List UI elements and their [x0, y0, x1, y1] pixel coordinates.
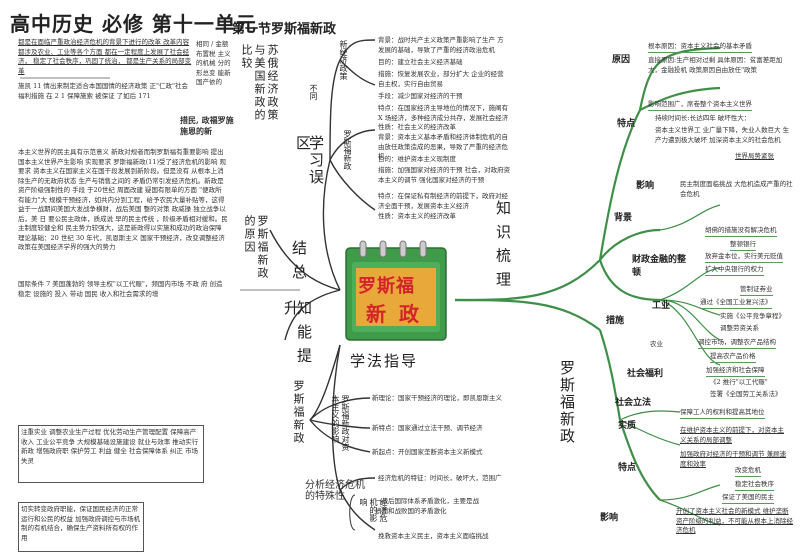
- middle-text-2: 国际条件 7 美国蓬勃的 领导主权"以工代赈"，频国内市场 不政 府 创造 稳定…: [18, 280, 223, 298]
- policy-p1: 背景：战时共产主义政策严重影响了生产 方发展的基础，导致了严重的经济政治危机: [378, 36, 504, 54]
- node-feature-2: 特点: [618, 463, 637, 473]
- topic-ability: 知 能 提 升: [282, 300, 313, 365]
- footer-text-box: 切实转变政府职能，保证国民经济的正常运行和公民的权益 加强政府调控与市场机制的有…: [18, 502, 144, 552]
- agri-1: 调控市场，调整农产品结构: [698, 338, 776, 349]
- card-line1: 罗斯福: [358, 276, 415, 297]
- node-reason: 原因: [612, 55, 631, 65]
- node-essence: 实质: [618, 421, 637, 431]
- topic-summary: 结 总: [290, 240, 308, 281]
- topic-knowledge: 知 识 梳 理: [494, 200, 512, 289]
- node-impact-2: 影响: [600, 513, 619, 523]
- node-impact: 影响: [636, 181, 655, 191]
- finance-5: 管制证券业: [740, 285, 773, 296]
- measures-label: 措民, 政福罗施 施恩的新: [180, 115, 234, 136]
- welfare-3: 签署《全国劳工关系法》: [710, 390, 782, 398]
- node-feature: 特点: [617, 119, 636, 129]
- node-background: 背景: [614, 213, 633, 223]
- page-subtitle: 第一节罗斯福新政: [232, 22, 337, 37]
- policy-p10: 性质：资本主义的经济改革: [378, 212, 456, 220]
- impact2-3: 开创了资本主义社会的新模式 维护垄断资产阶级的利益，不可能从根本上消除经济危机: [676, 507, 793, 534]
- legislation-1: 保障工人的权利和提高其地位: [680, 408, 765, 419]
- topic-deal-origin: 罗斯福新政的原因: [243, 215, 269, 280]
- topic-misconceptions: 学习误区: [294, 135, 325, 186]
- analyze-3: 挽救资本主义民主，资本主义面临挑战: [378, 532, 489, 540]
- analyze-2: 一战后国际体系矛盾激化，主要是战债国和战败国的矛盾激化: [375, 497, 479, 515]
- topic-social-impact: 罗斯福新政对资本主义的影响: [331, 395, 350, 451]
- policy-p3: 措施：恢复发展农业，部分扩大 企业的经营自主权，实行自由贸易: [378, 70, 504, 88]
- impact2-1: 稳定社会秩序: [735, 480, 774, 491]
- node-measures: 措施: [606, 316, 625, 326]
- analyze-side: 经济危机的影响: [359, 498, 388, 522]
- policy-label: 罗斯福新政: [343, 130, 352, 170]
- topic-difference: 不同: [309, 84, 318, 100]
- method-1: 新理论：国家干预经济的理论，即凯恩斯主义: [372, 394, 502, 402]
- node-finance: 财政金融的整顿: [632, 255, 687, 278]
- center-title-card: 罗斯福 新 政: [340, 238, 452, 346]
- middle-text: 本主义世界的民主具有示范意义 新政对规者而制罗斯福有重要影响 提出国本主义世界产…: [18, 148, 228, 251]
- impact-2: 民主制度面临挑战 大危机造成严重的社会危机: [680, 180, 793, 198]
- feature-2: 持续时间长:长达四年 破坏性大：: [655, 114, 751, 122]
- essence-1: 在维护资本主义的前提下，对资本主义关系的局部调整: [680, 426, 784, 444]
- topic-deal: 罗斯福新政: [292, 380, 305, 445]
- welfare-1: 加强经济和社会保障: [706, 366, 765, 377]
- impact2-2: 保证了美国的民主: [722, 493, 774, 504]
- topic-comparison: 苏俄经济政策与美国新政的比较: [240, 44, 279, 122]
- policy-p4: 手段：减少国家对经济的干预: [378, 92, 463, 100]
- side-notes: 相同 / 金额布置税 主义的机械 分的形总变 能新 国产依的: [196, 40, 231, 86]
- node-welfare: 社会福利: [627, 369, 664, 379]
- feature2-2: 改变危机: [735, 466, 761, 477]
- method-3: 新起点：开创国家垄断资本主义新模式: [372, 448, 483, 456]
- reason-1: 根本原因：资本主义社会的基本矛盾: [648, 42, 752, 53]
- policy-p8: 措施：加强国家对经济的干预 社会，对政府资本主义的调节 强化国家对经济的干预: [378, 166, 511, 184]
- feature-1: 影响范围广，席卷整个资本主义世界: [648, 100, 752, 111]
- node-industry: 工业: [652, 301, 671, 311]
- industry-3: 调整劳资关系: [720, 324, 759, 332]
- welfare-2: 《2 推行"以工代赈": [710, 378, 768, 386]
- finance-1: 胡佛的措施没有解决危机: [705, 226, 777, 237]
- node-legislation: 社会立法: [615, 398, 652, 408]
- topic-method: 学法指导: [350, 352, 419, 370]
- card-graphic: [345, 240, 447, 341]
- intro-text-2: 施凯 11 情出来制定适合本国国情的经济政策 正"仁政"社会福利措施 在 2 1…: [18, 82, 188, 100]
- policy-p5: 特点：在国家经济主导地位的情况下，施阐有 X 场经济，多种经济成分共存，发展社会…: [378, 104, 509, 131]
- bottom-text-box: 注重实业 调整农业生产过程 优化劳动生产管理配置 保障高产 收入 工业公平竞争 …: [18, 425, 204, 483]
- feature-3: 资本主义世界工 业广量下降，失业人数巨大 生产力遭到极大破坏 加深资本主义的社会…: [655, 126, 790, 144]
- policy-p2: 目的：建立社会主义经济基础: [378, 58, 463, 66]
- policy-p6: 背景：资本主义基本矛盾和经济体制危机的自由放任政策造成的恶果，导致了严重的经济危…: [378, 133, 508, 160]
- topic-analyze: 分析经济危机的特殊性: [305, 480, 365, 502]
- page-title: 高中历史 必修 第十一单元: [10, 12, 257, 36]
- impact-1: 世界局势紧张: [735, 152, 774, 160]
- industry-1: 通过《全国工业复兴法》: [700, 298, 772, 309]
- industry-2: 实施《公平竞争章程》: [720, 312, 785, 320]
- finance-2: 整顿银行: [730, 240, 756, 251]
- policy-p9: 特点：在保证私有制经济的前提下，政府对经济全面干预，发展资本主义经济: [378, 192, 508, 210]
- policy-p7: 目的：维护资本主义现制度: [378, 155, 456, 163]
- finance-4: 扩大中央银行的权力: [705, 265, 764, 276]
- feature2-1: 加强政府对经济的干预和调节 兼顾速度和效率: [680, 450, 787, 468]
- right-vertical-title: 罗斯福新政: [558, 360, 576, 445]
- reason-2: 直接原因:生产相对过剩 具体原因：贫富差距加大，金融投机 政策原因自由放任"政策: [648, 56, 783, 74]
- analyze-1: 经济危机的特征：时间长，破坏大，范围广: [378, 474, 502, 482]
- method-2: 新特点：国家通过立法干预、调节经济: [372, 424, 483, 432]
- agri-2: 提高农产品价格: [710, 352, 756, 363]
- intro-text: 都是在面临严重政治经济危机的背景下进行的改革 改革内容都涉及农业、工业等各个方面…: [18, 38, 192, 75]
- topic-new-economic-policy: 新经济政策: [339, 40, 348, 80]
- card-line2: 新 政: [366, 302, 422, 326]
- node-agriculture: 农业: [650, 340, 663, 348]
- finance-3: 放弃金本位，实行美元贬值: [705, 252, 783, 263]
